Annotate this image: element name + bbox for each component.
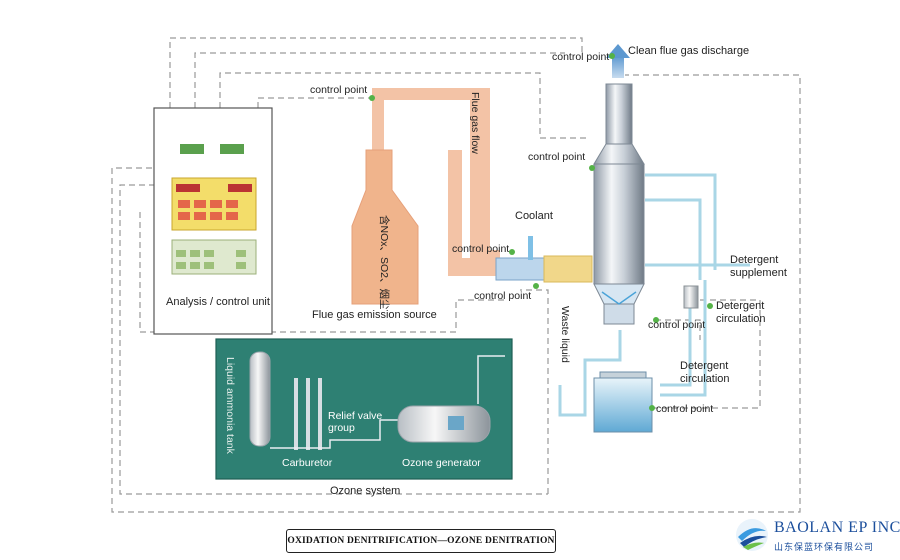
control-dot-tank	[649, 405, 655, 411]
label-control-point-tower: control point	[528, 151, 585, 163]
control-dot-tower	[589, 165, 595, 171]
flue-duct	[372, 88, 508, 276]
label-control-point-mixer: control point	[452, 243, 509, 255]
emission-source-chars: 含NOx、SO2、烟尘	[378, 215, 391, 310]
discharge-arrow	[606, 44, 630, 78]
label-detergent-circulation-2: Detergent circulation	[680, 360, 730, 385]
label-relief-valve-group: Relief valve group	[328, 410, 382, 434]
label-detergent-supplement: Detergent supplement	[730, 254, 787, 279]
label-clean-discharge: Clean flue gas discharge	[628, 45, 749, 57]
label-ozone-generator: Ozone generator	[402, 457, 481, 469]
logo-icon	[736, 519, 768, 551]
supplement-pump	[683, 285, 699, 309]
label-flue-gas-flow: Flue gas flow	[469, 92, 481, 154]
label-liquid-ammonia-tank: Liquid ammonia tank	[224, 357, 236, 455]
diagram-caption: OXIDATION DENITRIFICATION—OZONE DENITRAT…	[286, 529, 556, 553]
label-ozone-system: Ozone system	[330, 485, 400, 497]
absorption-tower	[593, 83, 645, 325]
label-waste-liquid: Waste liquid	[559, 306, 571, 363]
analysis-control-unit	[153, 107, 273, 335]
label-control-point-duct: control point	[310, 84, 367, 96]
control-dot-duct	[369, 95, 375, 101]
mixer	[495, 236, 593, 283]
label-coolant: Coolant	[515, 210, 553, 222]
control-dot-mixer	[509, 249, 515, 255]
label-emission-source: Flue gas emission source	[312, 309, 437, 321]
control-dot-circulation	[707, 303, 713, 309]
emission-source: 含NOx、SO2、烟尘	[351, 149, 419, 310]
label-analysis-unit: Analysis / control unit	[166, 296, 270, 308]
water-lines	[558, 173, 750, 417]
control-dot-discharge	[609, 53, 615, 59]
circulation-tank	[593, 371, 653, 433]
control-dot-bottom	[653, 317, 659, 323]
label-control-point-discharge: control point	[552, 51, 609, 63]
label-detergent-circulation-1: Detergent circulation	[716, 300, 766, 325]
label-carburetor: Carburetor	[282, 457, 333, 469]
logo-name: BAOLAN EP INC.	[774, 519, 900, 536]
logo-subtitle: 山东保蓝环保有限公司	[774, 543, 875, 553]
control-point-dots	[369, 53, 713, 411]
label-control-point-tank: control point	[656, 403, 713, 415]
label-control-point-inlet: control point	[474, 290, 531, 302]
company-logo: BAOLAN EP INC. 山东保蓝环保有限公司	[732, 515, 900, 557]
label-control-point-bottom: control point	[648, 319, 705, 331]
ozone-system-box	[215, 338, 513, 480]
control-dot-inlet	[533, 283, 539, 289]
